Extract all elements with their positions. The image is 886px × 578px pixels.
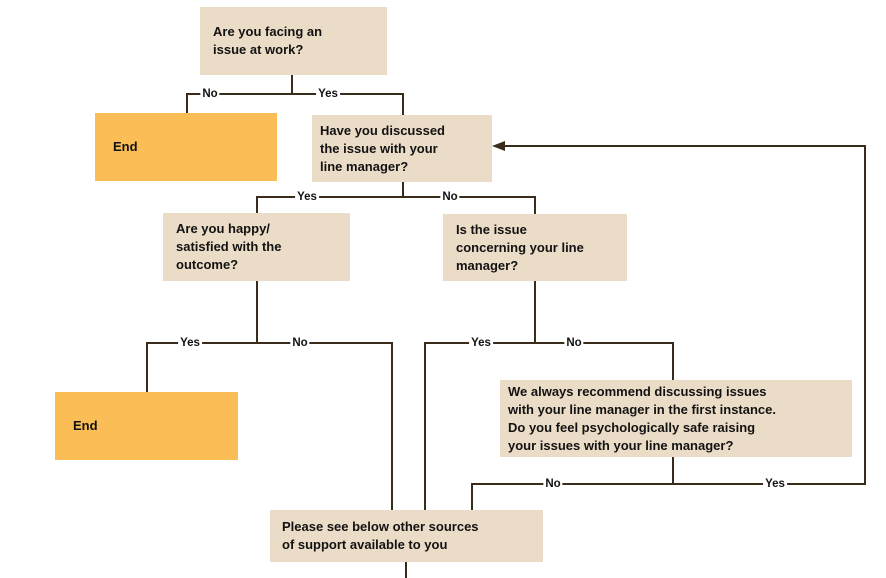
connector-line: [424, 342, 426, 511]
connector-line: [405, 562, 407, 578]
connector-line: [402, 93, 404, 116]
node-label: Please see below other sources of suppor…: [282, 519, 479, 552]
connector-line: [146, 342, 393, 344]
edge-label-no: No: [564, 337, 584, 349]
connector-line: [391, 342, 393, 511]
node-label: Is the issue concerning your line manage…: [456, 221, 584, 273]
feedback-loop-line: [864, 146, 866, 484]
decision-box-issue-concerning-manager: Is the issue concerning your line manage…: [443, 214, 627, 281]
connector-line: [256, 196, 536, 198]
connector-line: [186, 93, 188, 114]
node-label: End: [73, 418, 98, 433]
connector-line: [672, 342, 674, 381]
node-label: Have you discussed the issue with your l…: [320, 122, 445, 174]
connector-line: [186, 93, 404, 95]
node-label: We always recommend discussing issues wi…: [508, 383, 776, 453]
connector-line: [256, 281, 258, 343]
arrow-left-icon: [492, 141, 505, 151]
end-box-bottom: End: [55, 392, 238, 460]
feedback-loop-line: [503, 145, 866, 147]
connector-line: [471, 483, 866, 485]
connector-line: [146, 342, 148, 393]
node-label: Are you facing an issue at work?: [213, 24, 323, 57]
connector-line: [424, 342, 674, 344]
edge-label-no: No: [200, 88, 220, 100]
edge-label-yes: Yes: [295, 191, 319, 203]
info-box-other-support: Please see below other sources of suppor…: [270, 510, 543, 562]
decision-box-facing-issue: Are you facing an issue at work?: [200, 7, 387, 75]
connector-line: [471, 483, 473, 511]
end-box-top: End: [95, 113, 277, 181]
decision-box-psychologically-safe: We always recommend discussing issues wi…: [500, 380, 852, 457]
edge-label-yes: Yes: [178, 337, 202, 349]
connector-line: [256, 196, 258, 214]
edge-label-no: No: [440, 191, 460, 203]
connector-line: [534, 196, 536, 215]
connector-line: [672, 457, 674, 484]
connector-line: [291, 75, 293, 95]
edge-label-no: No: [290, 337, 310, 349]
decision-box-happy-with-outcome: Are you happy/ satisfied with the outcom…: [163, 213, 350, 281]
node-label: End: [113, 139, 138, 154]
connector-line: [402, 181, 404, 197]
node-label: Are you happy/ satisfied with the outcom…: [176, 221, 282, 272]
decision-box-discussed-with-manager: Have you discussed the issue with your l…: [312, 115, 492, 182]
connector-line: [534, 281, 536, 343]
edge-label-yes: Yes: [316, 88, 340, 100]
edge-label-no: No: [543, 478, 563, 490]
edge-label-yes: Yes: [763, 478, 787, 490]
edge-label-yes: Yes: [469, 337, 493, 349]
